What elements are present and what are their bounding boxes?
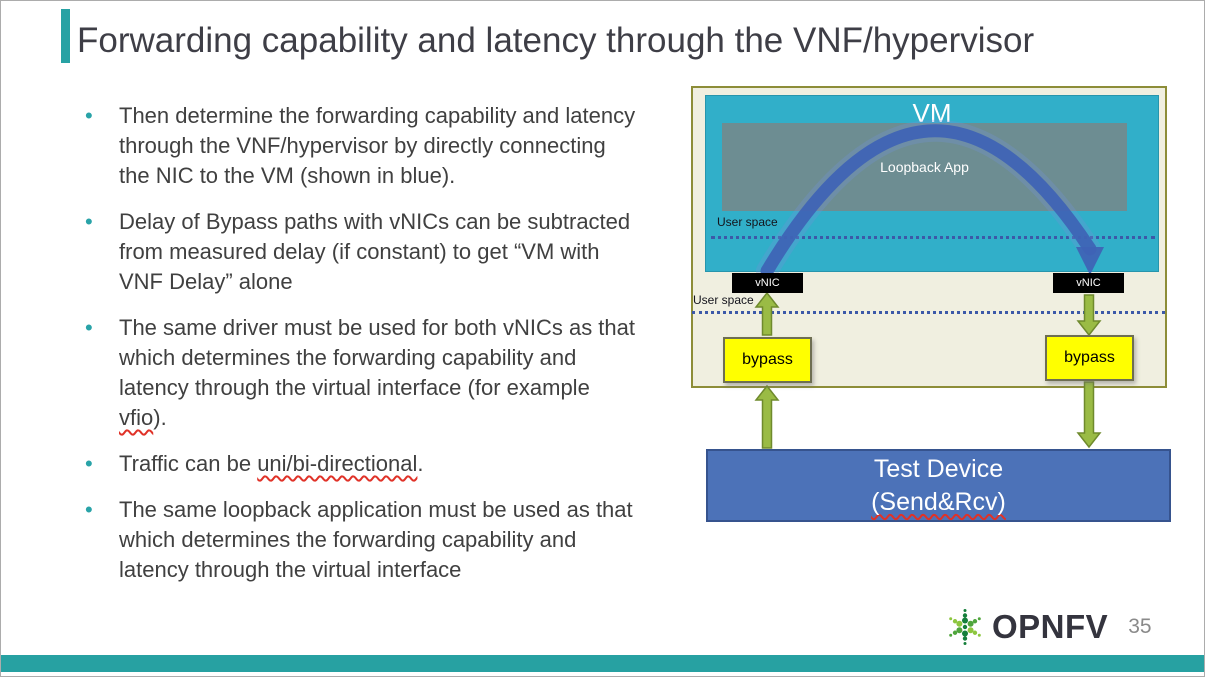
opnfv-brand-text: OPNFV: [992, 608, 1109, 645]
bullet-text-segment: The same driver must be used for both vN…: [119, 315, 636, 400]
kernel-boundary-line-host: [692, 311, 1165, 314]
bullet-item: • Traffic can be uni/bi-directional.: [85, 449, 641, 479]
bullet-marker: •: [85, 103, 93, 128]
slide-title: Forwarding capability and latency throug…: [77, 21, 1035, 60]
bullet-item: • The same loopback application must be …: [85, 495, 641, 585]
bullet-item: • Then determine the forwarding capabili…: [85, 101, 641, 191]
page-number: 35: [1128, 615, 1152, 638]
bullet-item: • Delay of Bypass paths with vNICs can b…: [85, 207, 641, 297]
misspelled-word: uni/bi-directional: [257, 451, 418, 476]
user-space-label-vm: User space: [717, 215, 778, 229]
bullet-text-segment: .: [417, 451, 424, 476]
bullet-marker: •: [85, 451, 93, 476]
bullet-item: • The same driver must be used for both …: [85, 313, 641, 433]
bullet-text-segment: Delay of Bypass paths with vNICs can be …: [119, 209, 631, 294]
vnic-left-box: vNIC: [732, 273, 803, 293]
bullet-marker: •: [85, 315, 93, 340]
up-arrow-testdevice-to-bypass: [754, 384, 780, 449]
bypass-left-box: bypass: [723, 337, 812, 383]
bullet-marker: •: [85, 209, 93, 234]
bullet-text-segment: The same loopback application must be us…: [119, 497, 633, 582]
bullet-text: The same driver must be used for both vN…: [119, 313, 641, 433]
user-space-label-host: User space: [693, 293, 754, 307]
loopback-app-label: Loopback App: [880, 159, 969, 175]
bullet-text: Traffic can be uni/bi-directional.: [119, 449, 641, 479]
bullet-text: Delay of Bypass paths with vNICs can be …: [119, 207, 641, 297]
test-device-box: Test Device (Send&Rcv): [706, 449, 1171, 522]
opnfv-logo-icon: [949, 609, 981, 645]
bullet-list: • Then determine the forwarding capabili…: [85, 101, 641, 601]
send-rcv-label: (Send&Rcv): [871, 487, 1006, 516]
kernel-boundary-line-vm: [711, 236, 1155, 239]
down-arrow-bypass-to-testdevice: [1076, 381, 1102, 449]
footer-logo: OPNFV 35: [946, 608, 1152, 646]
bottom-accent-bar: [1, 655, 1204, 672]
bullet-text-segment: Traffic can be: [119, 451, 258, 476]
vnic-right-box: vNIC: [1053, 273, 1124, 293]
bullet-text-segment: Then determine the forwarding capability…: [119, 103, 636, 188]
loopback-app-box: Loopback App: [722, 123, 1127, 211]
bullet-text: Then determine the forwarding capability…: [119, 101, 641, 191]
bullet-text: The same loopback application must be us…: [119, 495, 641, 585]
title-accent-bar: [61, 9, 70, 63]
misspelled-word: vfio: [119, 405, 154, 430]
bullet-text-segment: ).: [153, 405, 167, 430]
bypass-right-box: bypass: [1045, 335, 1134, 381]
bullet-marker: •: [85, 497, 93, 522]
test-device-label: Test Device: [873, 455, 1004, 483]
